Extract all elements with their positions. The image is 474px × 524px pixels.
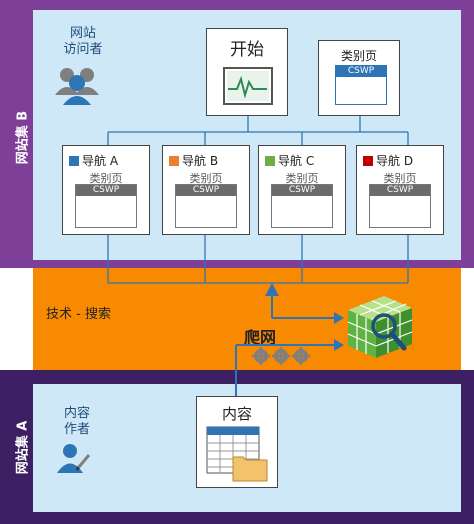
- nav-color-b: [169, 156, 179, 166]
- nav-cswp-d-label: CSWP: [370, 185, 430, 196]
- visitor-label: 网站 访问者: [63, 26, 103, 57]
- nav-category-c: 类别页: [285, 172, 319, 185]
- content-title: 内容: [221, 405, 252, 423]
- tech-search-label: 技术 - 搜索: [46, 307, 111, 322]
- nav-color-d: [363, 156, 373, 166]
- gears-icon: [252, 347, 310, 365]
- nav-cswp-b-label: CSWP: [176, 185, 236, 196]
- nav-color-c: [265, 156, 275, 166]
- author-label: 内容 作者: [63, 406, 90, 437]
- monitor-chart-icon: [223, 67, 273, 105]
- top-cswp-label: CSWP: [336, 66, 386, 77]
- nav-category-b: 类别页: [189, 172, 223, 185]
- nav-cswp-d: CSWP: [369, 184, 431, 228]
- nav-color-a: [69, 156, 79, 166]
- top-cswp-window: CSWP: [335, 65, 387, 105]
- nav-cswp-a: CSWP: [75, 184, 137, 228]
- start-title: 开始: [230, 40, 264, 60]
- nav-cswp-a-label: CSWP: [76, 185, 136, 196]
- nav-box-c: 导航 C 类别页 CSWP: [258, 145, 346, 235]
- nav-title-d: 导航 D: [363, 152, 413, 169]
- nav-cswp-c-label: CSWP: [272, 185, 332, 196]
- nav-title-b: 导航 B: [169, 152, 218, 169]
- nav-category-a: 类别页: [89, 172, 123, 185]
- nav-title-a: 导航 A: [69, 152, 118, 169]
- visitors-icon: [55, 68, 99, 105]
- nav-category-d: 类别页: [383, 172, 417, 185]
- author-icon: [57, 444, 91, 473]
- nav-cswp-b: CSWP: [175, 184, 237, 228]
- nav-box-a: 导航 A 类别页 CSWP: [62, 145, 150, 235]
- crawl-label: 爬网: [244, 328, 277, 347]
- top-category-box: 类别页 CSWP: [318, 40, 400, 116]
- nav-box-b: 导航 B 类别页 CSWP: [162, 145, 250, 235]
- start-box: 开始: [206, 28, 288, 116]
- content-box: 内容: [196, 396, 278, 488]
- content-library-icon: [206, 426, 268, 482]
- nav-cswp-c: CSWP: [271, 184, 333, 228]
- nav-title-c: 导航 C: [265, 152, 314, 169]
- top-category-label: 类别页: [340, 49, 377, 63]
- nav-box-d: 导航 D 类别页 CSWP: [356, 145, 444, 235]
- search-index-cube-icon: [347, 296, 413, 358]
